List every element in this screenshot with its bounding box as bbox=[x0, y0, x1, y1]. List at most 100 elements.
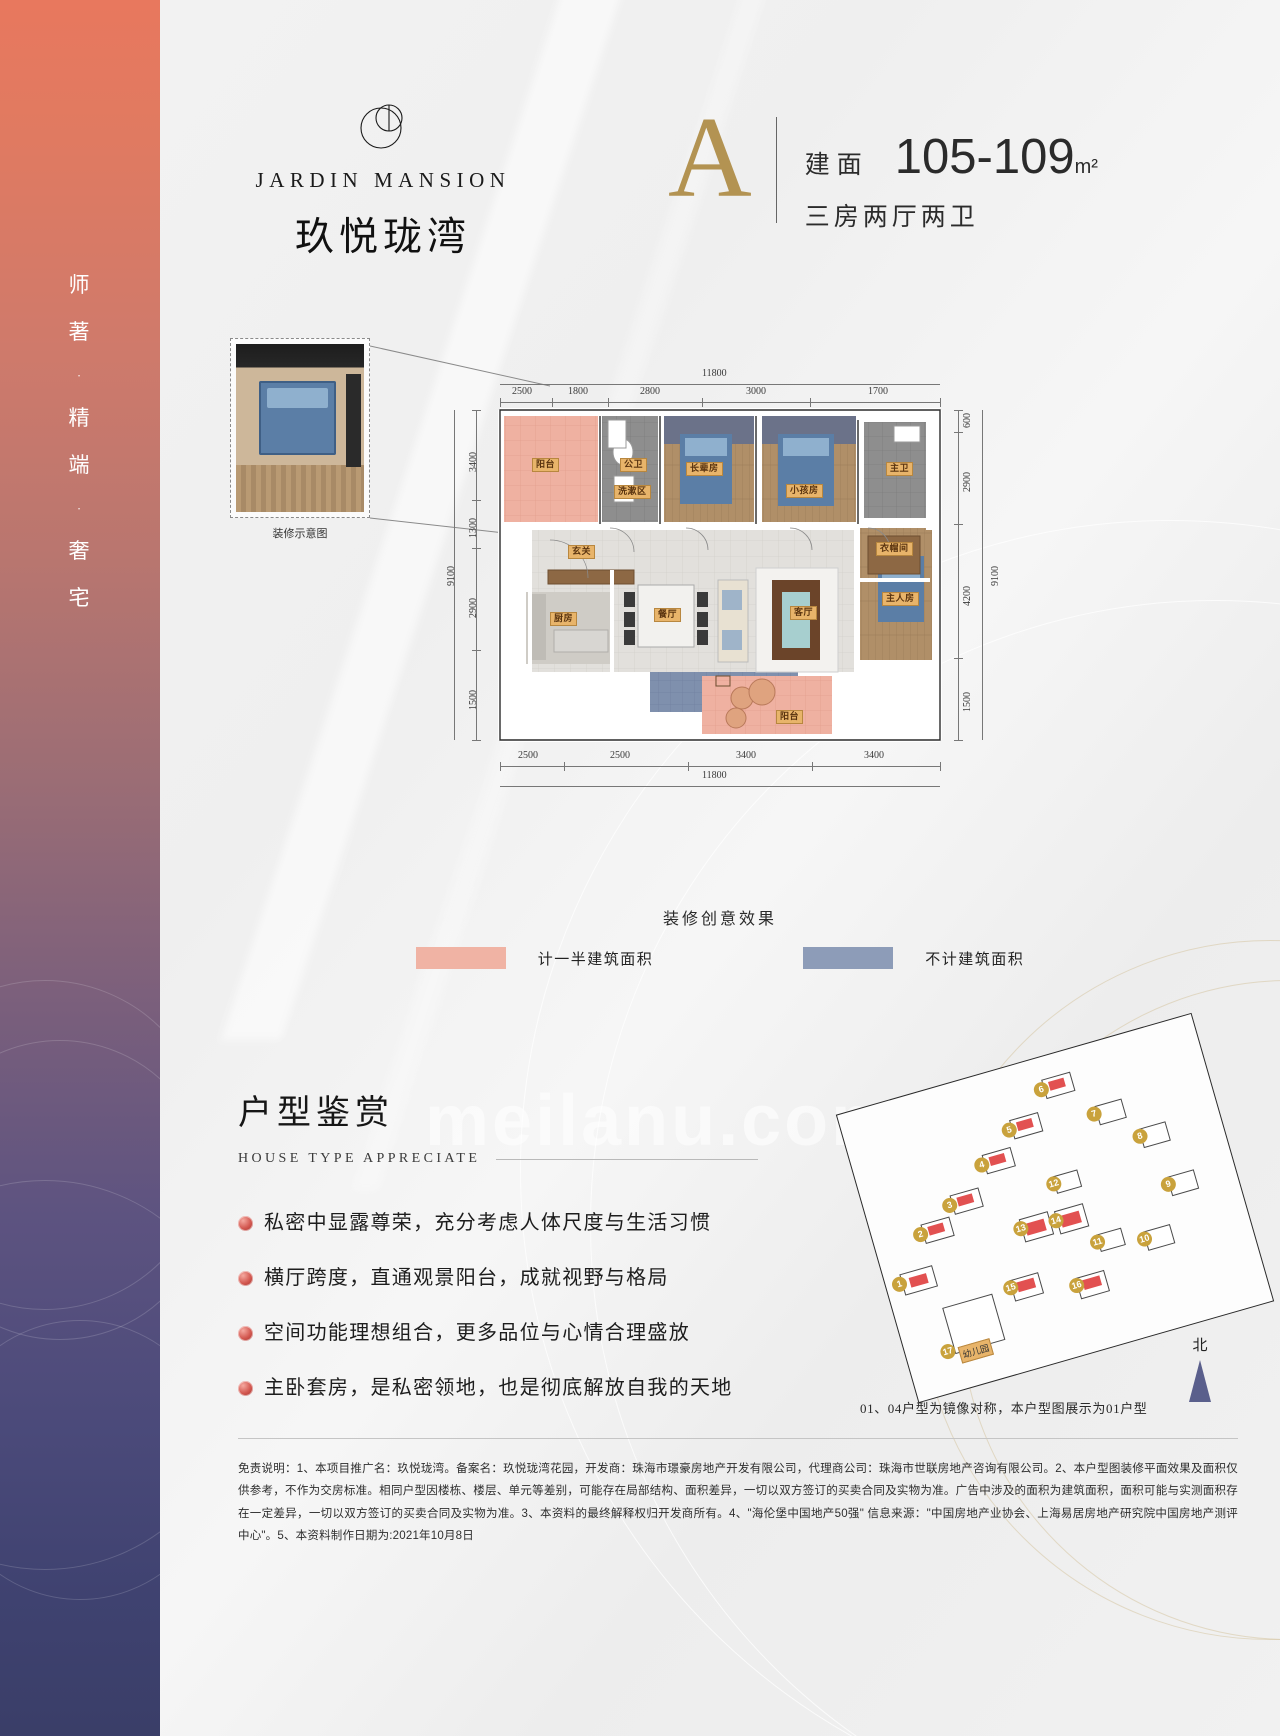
room-label: 洗漱区 bbox=[614, 485, 651, 499]
dim-top-4: 3000 bbox=[746, 386, 766, 397]
room-label: 主人房 bbox=[882, 592, 919, 606]
legend-swatch-blue bbox=[803, 947, 894, 969]
dim-line-bottom bbox=[500, 766, 940, 767]
dim-top-total: 11800 bbox=[702, 368, 727, 379]
area-legend: 计一半建筑面积 不计建筑面积 bbox=[160, 947, 1280, 969]
brand-mark-icon bbox=[355, 98, 411, 154]
area-value: 105-109 bbox=[894, 130, 1075, 184]
decor-swirl bbox=[0, 1320, 160, 1600]
dim-line-right bbox=[958, 410, 959, 740]
appreciate-list: 私密中显露尊荣，充分考虑人体尺度与生活习惯 横厅跨度，直通观景阳台，成就视野与格… bbox=[238, 1211, 758, 1401]
brand-name-chinese: 玖悦珑湾 bbox=[294, 216, 471, 259]
brand-name-english: JARDIN MANSION bbox=[255, 168, 511, 192]
appreciate-point: 空间功能理想组合，更多品位与心情合理盛放 bbox=[264, 1322, 690, 1344]
compass: 北 bbox=[1174, 1334, 1226, 1402]
slogan-char: 端 bbox=[68, 453, 92, 477]
appreciate-point: 私密中显露尊荣，充分考虑人体尺度与生活习惯 bbox=[264, 1212, 712, 1234]
compass-north-label: 北 bbox=[1192, 1338, 1208, 1354]
floorplan-caption: 装修创意效果 bbox=[662, 911, 777, 928]
floorplan-drawing: 阳台 公卫 洗漱区 长辈房 小孩房 主卫 衣帽间 玄关 厨房 餐厅 客厅 主人房… bbox=[446, 368, 1050, 840]
room-label: 玄关 bbox=[568, 545, 596, 559]
dim-right-3: 4200 bbox=[962, 586, 973, 606]
list-item: 空间功能理想组合，更多品位与心情合理盛放 bbox=[238, 1321, 758, 1346]
bullet-icon bbox=[238, 1216, 253, 1231]
room-label: 客厅 bbox=[790, 606, 818, 620]
header-divider bbox=[775, 117, 777, 223]
appreciate-point: 横厅跨度，直通观景阳台，成就视野与格局 bbox=[264, 1267, 669, 1289]
room-label: 阳台 bbox=[776, 710, 804, 724]
appreciate-point: 主卧套房，是私密领地，也是彻底解放自我的天地 bbox=[264, 1377, 733, 1399]
dim-line-bottom-total bbox=[500, 786, 940, 787]
dim-line-top bbox=[500, 402, 940, 403]
dim-right-total: 9100 bbox=[990, 566, 1001, 586]
disclaimer-text: 免责说明：1、本项目推广名：玖悦珑湾。备案名：玖悦珑湾花园，开发商：珠海市璟豪房… bbox=[238, 1463, 1238, 1543]
dim-bottom-1: 2500 bbox=[518, 750, 538, 761]
slogan-sep: · bbox=[76, 501, 84, 516]
dim-left-2: 1300 bbox=[468, 518, 479, 538]
list-item: 主卧套房，是私密领地，也是彻底解放自我的天地 bbox=[238, 1376, 758, 1401]
dim-bottom-2: 2500 bbox=[610, 750, 630, 761]
slogan-char: 宅 bbox=[68, 586, 92, 610]
floorplan-zone: 装修示意图 bbox=[160, 320, 1280, 1161]
floorplan-svg bbox=[498, 408, 942, 742]
decor-inset-thumbnail bbox=[230, 338, 370, 518]
list-item: 私密中显露尊荣，充分考虑人体尺度与生活习惯 bbox=[238, 1211, 758, 1236]
dim-line-left bbox=[476, 410, 477, 740]
inset-caption: 装修示意图 bbox=[272, 528, 328, 540]
slogan-char: 奢 bbox=[68, 539, 92, 563]
legend-label-no-area: 不计建筑面积 bbox=[925, 951, 1025, 968]
dim-bottom-3: 3400 bbox=[736, 750, 756, 761]
dim-top-1: 2500 bbox=[512, 386, 532, 397]
dim-bottom-4: 3400 bbox=[864, 750, 884, 761]
room-label: 小孩房 bbox=[786, 484, 823, 498]
dim-right-4: 1500 bbox=[962, 692, 973, 712]
bullet-icon bbox=[238, 1381, 253, 1396]
dim-top-2: 1800 bbox=[568, 386, 588, 397]
bullet-icon bbox=[238, 1326, 253, 1341]
dim-line-left-total bbox=[454, 410, 455, 740]
main-canvas: JARDIN MANSION 玖悦珑湾 A 建面 105-109 m² 三房两厅… bbox=[160, 0, 1280, 1736]
room-label: 长辈房 bbox=[686, 462, 723, 476]
site-plan: 1 2 3 4 5 6 7 8 9 10 11 12 13 14 15 16 1… bbox=[835, 1012, 1275, 1410]
dim-top-5: 1700 bbox=[868, 386, 888, 397]
dim-bottom-total: 11800 bbox=[702, 770, 727, 781]
room-label: 衣帽间 bbox=[876, 542, 913, 556]
appreciate-title: 户型鉴赏 bbox=[238, 1095, 394, 1132]
dim-left-3: 2900 bbox=[468, 598, 479, 618]
room-label: 厨房 bbox=[550, 612, 578, 626]
disclaimer-divider bbox=[238, 1438, 1238, 1439]
bullet-icon bbox=[238, 1271, 253, 1286]
dim-line-top-total bbox=[500, 384, 940, 385]
room-label: 主卫 bbox=[886, 462, 914, 476]
legend-item-half-area: 计一半建筑面积 bbox=[415, 947, 654, 969]
left-gradient-sidebar: 师 著 · 精 端 · 奢 宅 bbox=[0, 0, 160, 1736]
legend-swatch-pink bbox=[415, 947, 506, 969]
dim-left-4: 1500 bbox=[468, 690, 479, 710]
unit-type-letter: A bbox=[668, 94, 752, 222]
site-plan-note: 01、04户型为镜像对称，本户型图展示为01户型 bbox=[860, 1401, 1148, 1416]
dim-top-3: 2800 bbox=[640, 386, 660, 397]
list-item: 横厅跨度，直通观景阳台，成就视野与格局 bbox=[238, 1266, 758, 1291]
appreciate-rule bbox=[496, 1158, 758, 1160]
room-label: 阳台 bbox=[532, 458, 560, 472]
dim-right-2: 2900 bbox=[962, 472, 973, 492]
dim-right-1: 600 bbox=[962, 413, 973, 428]
appreciate-section: 户型鉴赏 HOUSE TYPE APPRECIATE 私密中显露尊荣，充分考虑人… bbox=[238, 1085, 758, 1431]
room-label: 餐厅 bbox=[654, 608, 682, 622]
area-unit: m² bbox=[1074, 156, 1098, 178]
room-label: 公卫 bbox=[620, 458, 648, 472]
dim-line-right-total bbox=[982, 410, 983, 740]
brand-logo-block: JARDIN MANSION 玖悦珑湾 bbox=[218, 98, 548, 262]
legend-label-half-area: 计一半建筑面积 bbox=[537, 951, 654, 968]
unit-type-header: A 建面 105-109 m² 三房两厅两卫 bbox=[668, 94, 1098, 233]
compass-needle-icon bbox=[1189, 1360, 1211, 1402]
dim-left-total: 9100 bbox=[446, 566, 457, 586]
dim-left-1: 3400 bbox=[468, 452, 479, 472]
slogan-char: 精 bbox=[68, 406, 92, 430]
appreciate-subtitle: HOUSE TYPE APPRECIATE bbox=[238, 1151, 481, 1166]
sidebar-vertical-slogan: 师 著 · 精 端 · 奢 宅 bbox=[0, 275, 160, 635]
slogan-char: 师 bbox=[68, 273, 92, 297]
slogan-sep: · bbox=[76, 368, 84, 383]
legend-item-no-area: 不计建筑面积 bbox=[803, 947, 1024, 969]
area-label: 建面 bbox=[804, 151, 869, 179]
